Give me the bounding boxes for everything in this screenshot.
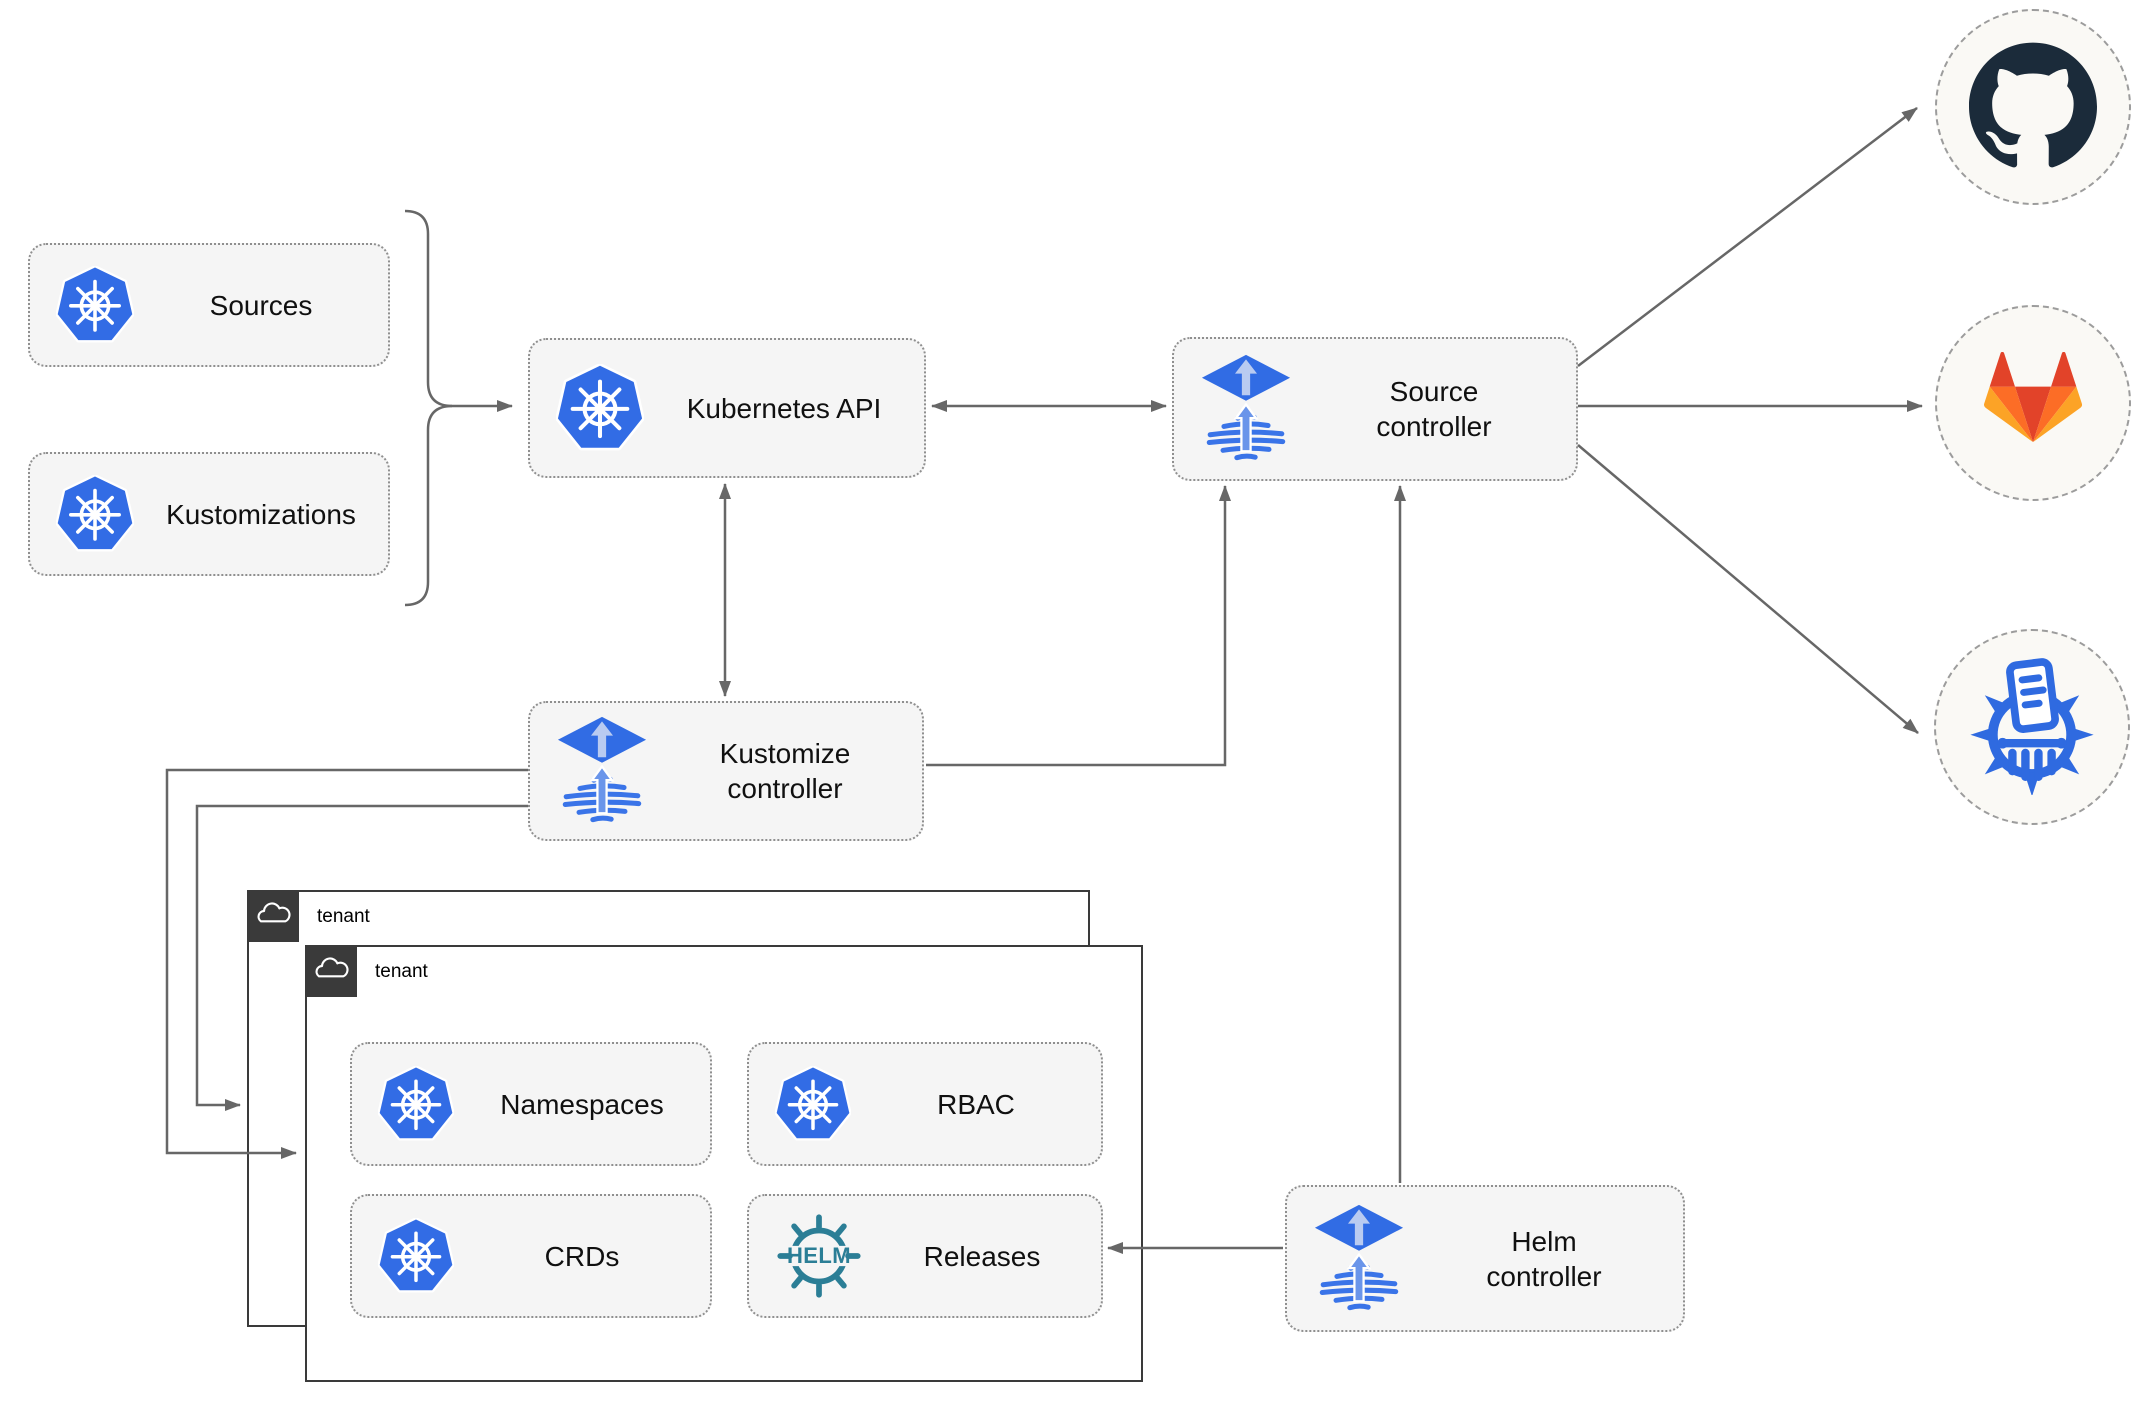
github-node <box>1935 9 2131 205</box>
kubernetes-wheel-icon <box>775 1066 851 1142</box>
tenant-badge <box>305 945 357 997</box>
cloud-icon <box>311 954 351 989</box>
kustomizations-box: Kustomizations <box>28 452 390 576</box>
helm-controller-box: Helm controller <box>1285 1185 1685 1332</box>
source-controller-box: Source controller <box>1172 337 1578 481</box>
kustomize-controller-box: Kustomize controller <box>528 701 924 841</box>
arrow-source-controller-to-github <box>1577 107 1918 367</box>
kubernetes-wheel-icon <box>56 266 134 344</box>
rbac-label: RBAC <box>937 1088 1015 1120</box>
flux-gitops-icon <box>1313 1203 1405 1315</box>
source-controller-label: Source controller <box>1376 376 1492 442</box>
flux-gitops-icon <box>1200 353 1292 465</box>
gitlab-node <box>1935 305 2131 501</box>
crds-label: CRDs <box>544 1240 620 1272</box>
crds-box: CRDs <box>350 1194 712 1318</box>
gitlab-tanuki-icon <box>1984 352 2082 455</box>
kubernetes-wheel-icon <box>378 1218 454 1294</box>
flux-gitops-icon <box>556 715 648 827</box>
sources-label: Sources <box>209 289 313 321</box>
kubernetes-api-label: Kubernetes API <box>686 392 882 424</box>
arrow-kustomize-to-source-controller <box>926 485 1231 767</box>
kustomize-controller-label: Kustomize controller <box>719 738 851 804</box>
kubernetes-wheel-icon <box>56 475 134 553</box>
github-octocat-icon <box>1969 41 2097 174</box>
tenant-label: tenant <box>317 906 370 927</box>
tenant-badge <box>247 890 299 942</box>
kustomizations-label: Kustomizations <box>166 498 356 530</box>
arrow-group-to-kubernetes-api <box>404 209 513 412</box>
helm-controller-label: Helm controller <box>1486 1225 1602 1292</box>
helm-logo-text: HELM <box>787 1243 851 1268</box>
bracket-lower-hook <box>404 404 453 607</box>
tenant-label: tenant <box>375 961 428 982</box>
rbac-box: RBAC <box>747 1042 1103 1166</box>
chartmuseum-registry-icon <box>1962 655 2102 800</box>
namespaces-label: Namespaces <box>500 1088 664 1120</box>
tenant-box-front: tenant Namespaces RBAC CRDs <box>305 945 1143 1382</box>
sources-box: Sources <box>28 243 390 367</box>
kubernetes-api-box: Kubernetes API <box>528 338 926 478</box>
kubernetes-wheel-icon <box>378 1066 454 1142</box>
helm-wheel-icon: HELM <box>775 1212 863 1300</box>
cloud-icon <box>253 899 293 934</box>
releases-box: HELM Releases <box>747 1194 1103 1318</box>
namespaces-box: Namespaces <box>350 1042 712 1166</box>
releases-label: Releases <box>923 1240 1041 1272</box>
arrow-source-controller-to-helm-repository <box>1577 444 1919 734</box>
kubernetes-wheel-icon <box>556 364 644 452</box>
helm-repository-node <box>1934 629 2130 825</box>
